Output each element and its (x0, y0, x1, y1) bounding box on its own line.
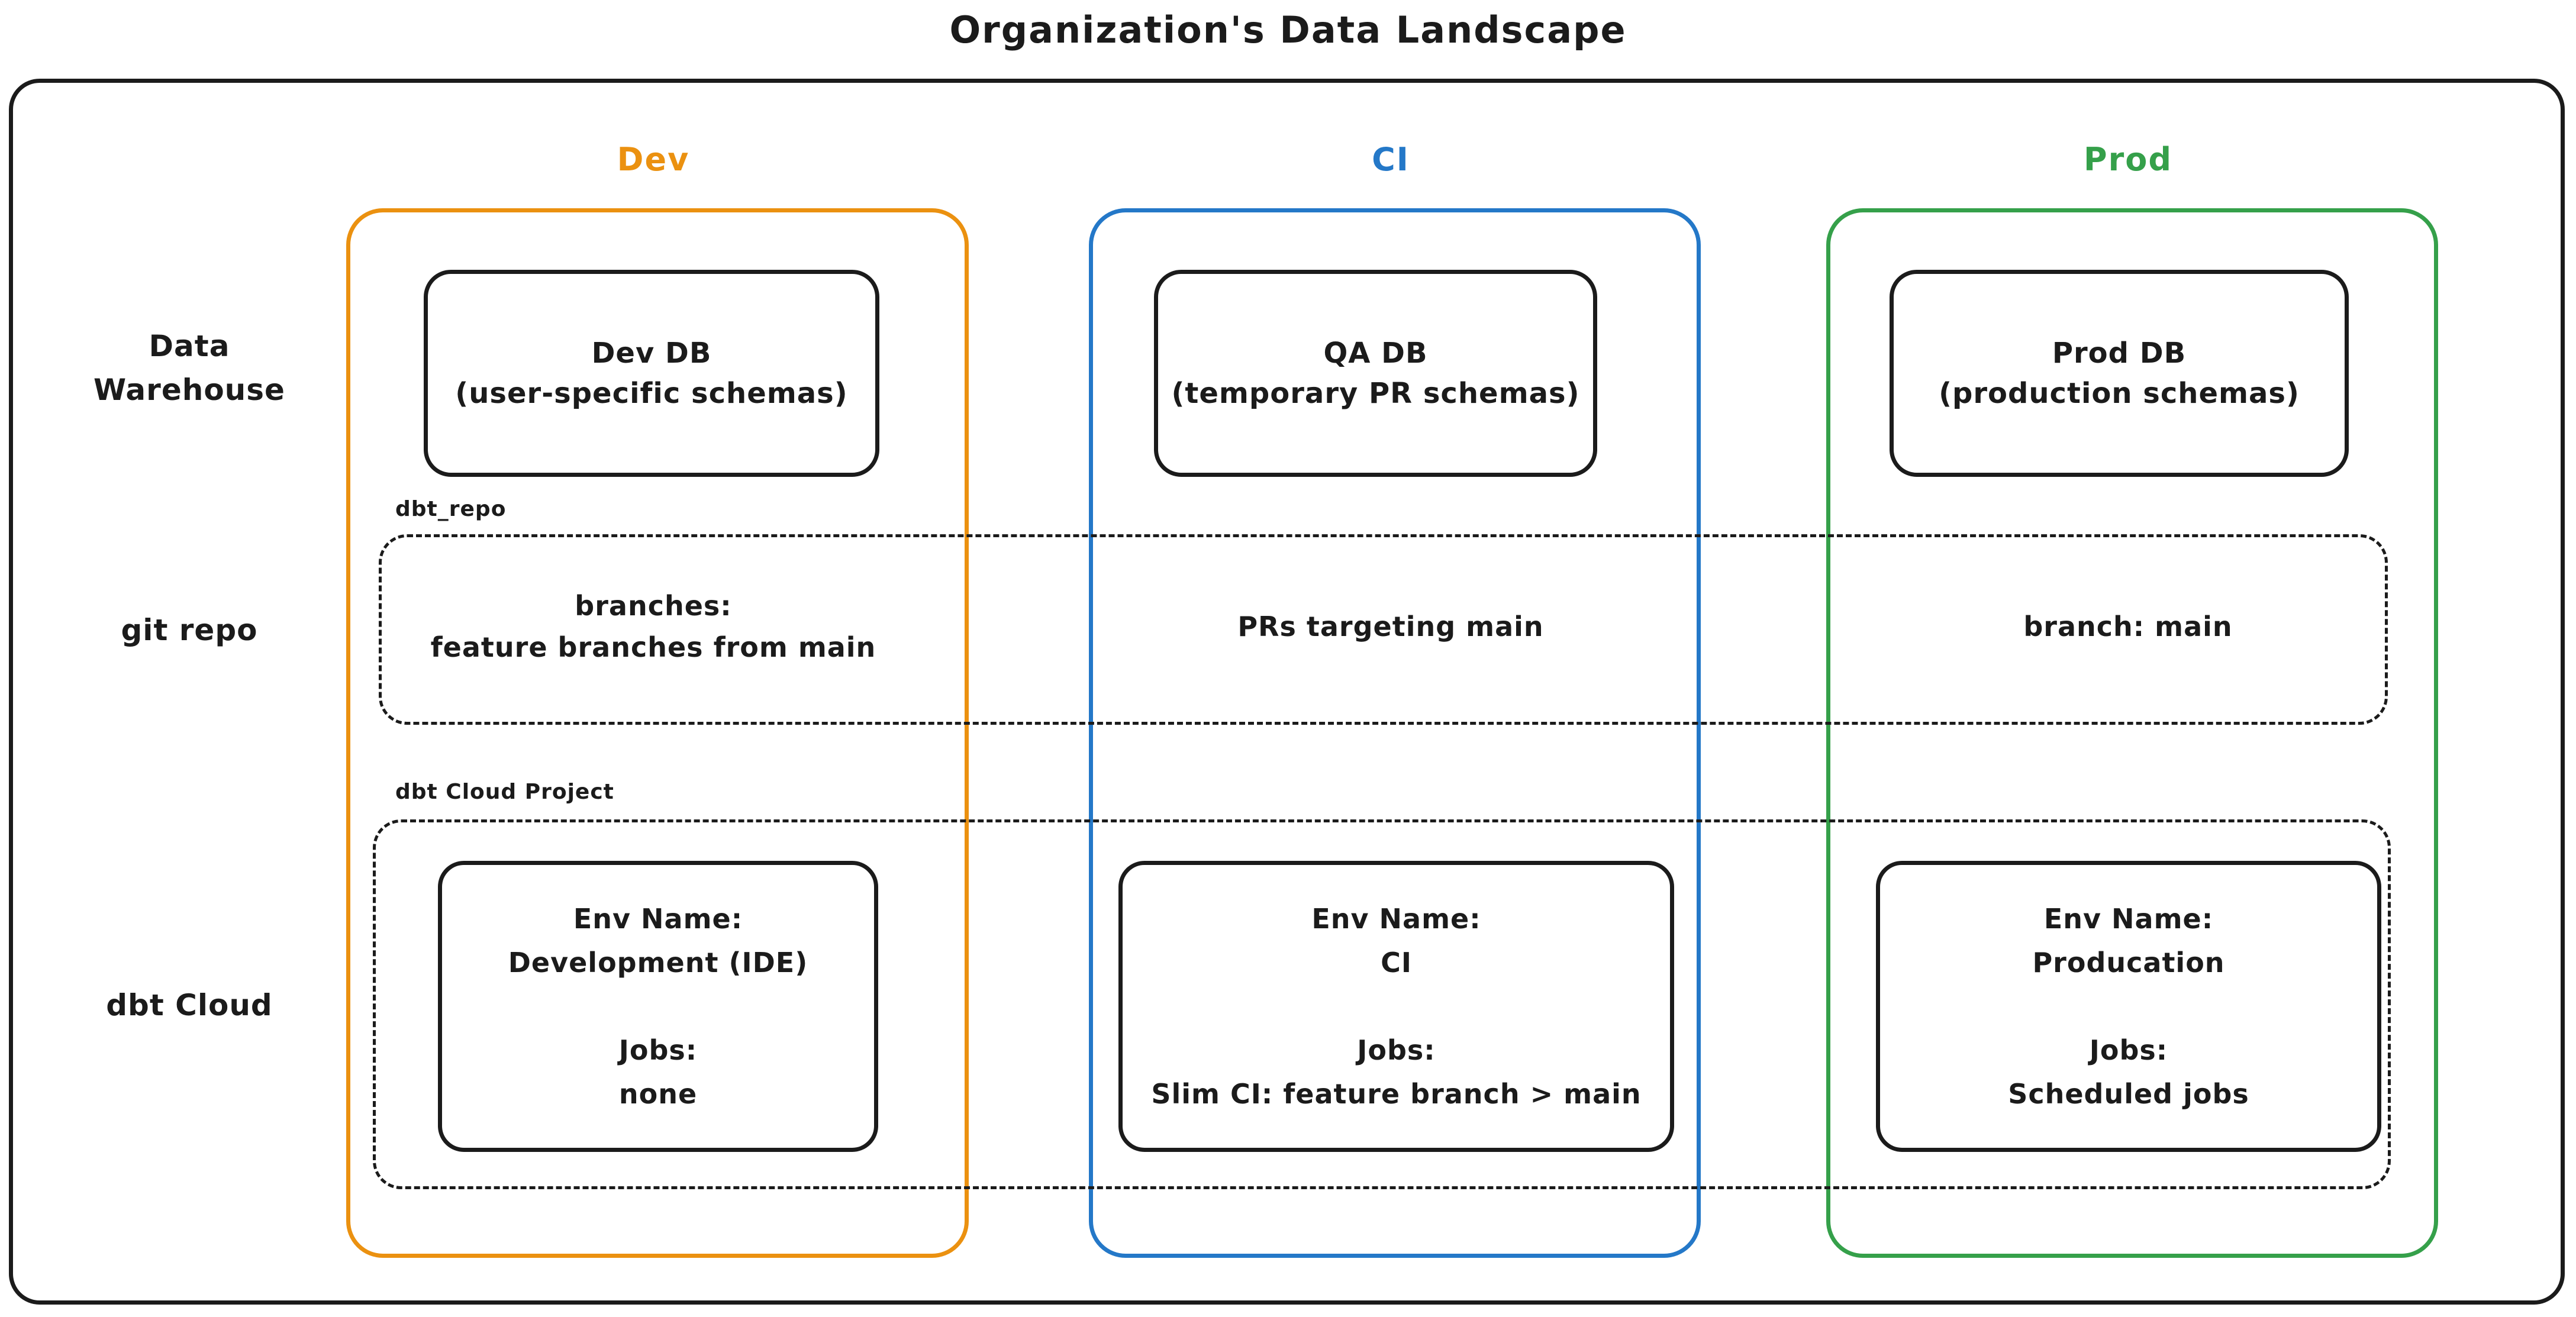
row-label-data-warehouse-line1: Data (149, 329, 230, 363)
git-text-dev: branches: feature branches from main (346, 534, 960, 719)
dev-db-title: Dev DB (591, 337, 712, 370)
column-box-ci (1089, 208, 1701, 1258)
env-box-ci-jobs-value: Slim CI: feature branch > main (1151, 1078, 1642, 1110)
outer-frame (9, 79, 2565, 1305)
row-label-git-repo: git repo (121, 613, 258, 647)
git-text-ci-line1: PRs targeting main (1237, 611, 1544, 643)
dev-db-subtitle: (user-specific schemas) (455, 377, 848, 410)
prod-db-subtitle: (production schemas) (1939, 377, 2300, 410)
dev-db-box: Dev DB (user-specific schemas) (424, 270, 879, 477)
env-box-prod-jobs-label: Jobs: (2089, 1034, 2168, 1066)
qa-db-title: QA DB (1323, 337, 1428, 370)
git-text-prod: branch: main (1826, 534, 2430, 719)
env-box-dev-jobs-label: Jobs: (618, 1034, 698, 1066)
column-header-dev: Dev (617, 141, 690, 178)
git-repo-dashed-box (379, 534, 2388, 725)
git-text-dev-line2: feature branches from main (430, 631, 876, 663)
prod-db-box: Prod DB (production schemas) (1890, 270, 2349, 477)
env-box-ci-jobs-label: Jobs: (1357, 1034, 1436, 1066)
qa-db-subtitle: (temporary PR schemas) (1171, 377, 1580, 410)
git-repo-box-label: dbt_repo (395, 497, 507, 521)
env-box-dev: Env Name: Development (IDE) Jobs: none (438, 861, 878, 1152)
env-box-ci-name: CI (1381, 947, 1412, 979)
git-text-ci: PRs targeting main (1089, 534, 1692, 719)
env-box-prod-jobs-value: Scheduled jobs (2008, 1078, 2249, 1110)
env-box-ci-label: Env Name: (1311, 903, 1481, 935)
git-text-dev-line1: branches: (575, 590, 732, 622)
column-header-prod: Prod (2084, 141, 2172, 178)
dbt-project-box-label: dbt Cloud Project (395, 780, 614, 804)
column-box-dev (346, 208, 969, 1258)
dbt-project-dashed-box (373, 819, 2391, 1189)
env-box-dev-jobs-value: none (618, 1078, 698, 1110)
env-box-prod-label: Env Name: (2043, 903, 2214, 935)
env-box-prod: Env Name: Producation Jobs: Scheduled jo… (1876, 861, 2381, 1152)
git-text-prod-line1: branch: main (2023, 611, 2233, 643)
env-box-prod-name: Producation (2032, 947, 2225, 979)
qa-db-box: QA DB (temporary PR schemas) (1154, 270, 1597, 477)
env-box-dev-name: Development (IDE) (508, 947, 808, 979)
column-header-ci: CI (1372, 141, 1410, 178)
column-box-prod (1826, 208, 2438, 1258)
row-label-dbt-cloud: dbt Cloud (106, 988, 273, 1022)
row-label-data-warehouse-line2: Warehouse (94, 373, 285, 407)
env-box-ci: Env Name: CI Jobs: Slim CI: feature bran… (1118, 861, 1674, 1152)
env-box-dev-label: Env Name: (573, 903, 743, 935)
page-title: Organization's Data Landscape (949, 8, 1627, 51)
row-label-data-warehouse: Data Warehouse (33, 324, 346, 412)
prod-db-title: Prod DB (2052, 337, 2187, 370)
